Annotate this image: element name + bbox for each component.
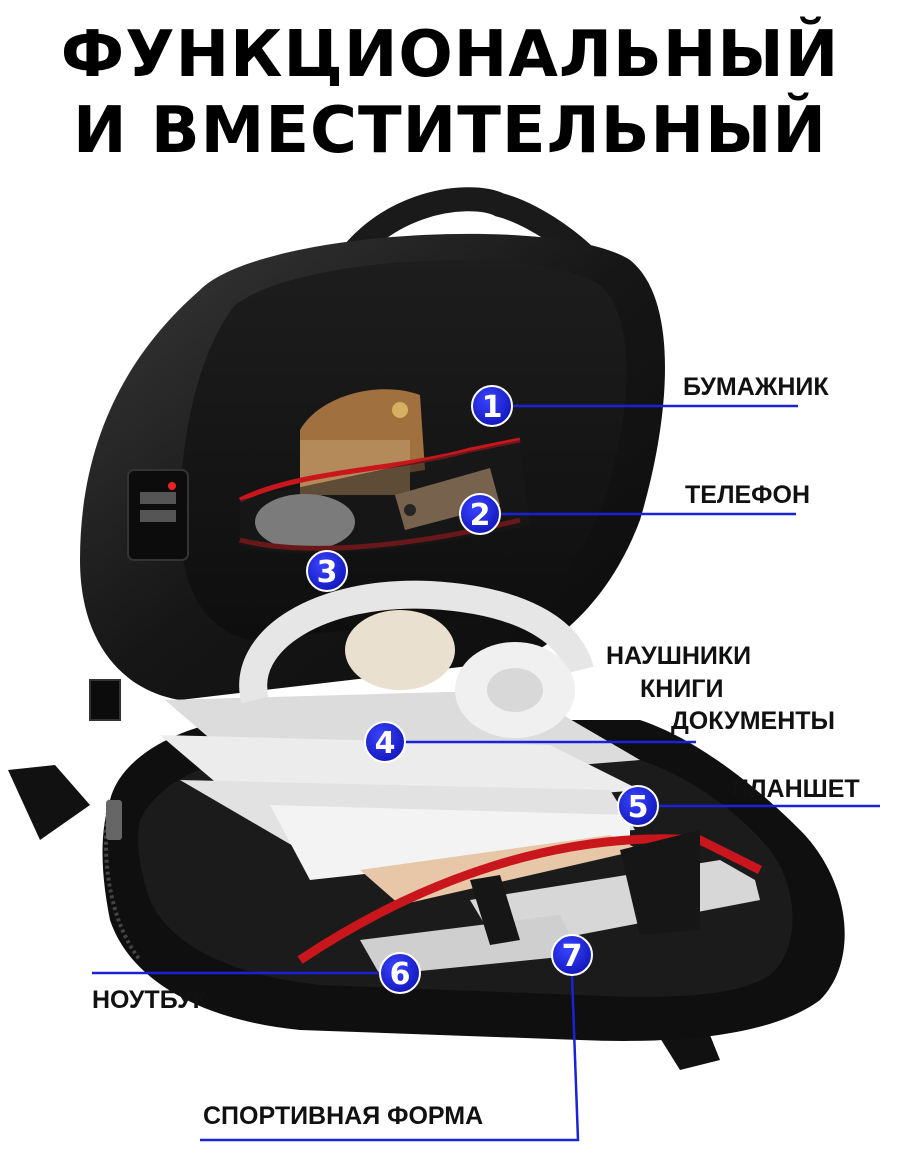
badge-3: 3 (306, 550, 348, 592)
headline-line-2: И ВМЕСТИТЕЛЬНЫЙ (73, 94, 827, 168)
svg-text:6: 6 (390, 957, 411, 992)
label-tablet: ПЛАНШЕТ (731, 775, 860, 803)
elastic-strap (470, 875, 520, 945)
lock-dial (140, 492, 176, 504)
badge-2: 2 (459, 493, 501, 535)
label-headphones: НАУШНИКИ (606, 642, 752, 670)
lock-indicator (168, 482, 176, 490)
divider-piping (297, 834, 763, 964)
label-laptop: НОУТБУК (92, 986, 208, 1014)
svg-text:3: 3 (317, 555, 338, 590)
pocket-piping (238, 437, 521, 503)
svg-text:2: 2 (470, 498, 491, 533)
svg-text:7: 7 (562, 939, 583, 974)
label-documents: ДОКУМЕНТЫ (671, 707, 835, 735)
zipper-pull (106, 800, 122, 840)
badge-4: 4 (364, 721, 406, 763)
left-strap (8, 765, 90, 840)
label-books: КНИГИ (640, 675, 724, 703)
badge-7: 7 (551, 934, 593, 976)
badge-6: 6 (379, 952, 421, 994)
headphones-left-cup (345, 610, 455, 690)
headphones-band (239, 580, 594, 704)
svg-text:4: 4 (375, 726, 396, 761)
badge-5: 5 (617, 785, 659, 827)
leader-line-7 (200, 974, 580, 1142)
svg-text:5: 5 (628, 790, 649, 825)
label-phone: ТЕЛЕФОН (685, 481, 810, 509)
headline-line-1: ФУНКЦИОНАЛЬНЫЙ (60, 18, 840, 92)
wallet-clasp (392, 402, 408, 418)
label-sportswear: СПОРТИВНАЯ ФОРМА (203, 1102, 484, 1130)
leader-lines (92, 404, 880, 1142)
lock-dial (140, 510, 176, 522)
usb-port (89, 679, 121, 721)
front-pocket (240, 440, 530, 554)
badge-1: 1 (471, 385, 513, 427)
elastic-strap (620, 830, 700, 935)
headphones-cup-center (487, 668, 543, 712)
label-wallet: БУМАЖНИК (683, 373, 829, 401)
svg-text:1: 1 (482, 390, 503, 425)
documents (270, 805, 630, 880)
